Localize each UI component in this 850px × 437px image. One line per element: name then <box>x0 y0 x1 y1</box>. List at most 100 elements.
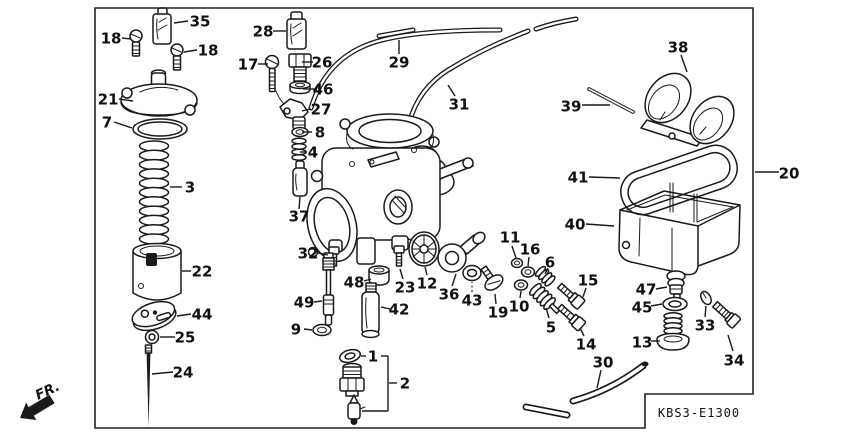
part-label-7: 7 <box>102 114 133 132</box>
leader-line <box>579 327 585 337</box>
part-number: 14 <box>576 336 597 354</box>
part-number: 27 <box>311 101 332 119</box>
part-24-needle <box>144 344 153 427</box>
part-number: 40 <box>565 216 586 234</box>
part-label-30: 30 <box>593 354 613 389</box>
part-number: 32 <box>298 245 319 263</box>
part-22-piston <box>132 242 182 301</box>
part-35 <box>152 7 172 45</box>
part-15-screw <box>556 282 586 310</box>
part-2-jet <box>339 362 365 397</box>
part-16 <box>520 266 536 278</box>
part-7 <box>132 118 188 140</box>
part-label-9: 9 <box>291 321 313 339</box>
part-21 <box>120 69 198 117</box>
part-number: 22 <box>192 263 213 281</box>
part-number: 36 <box>439 286 460 304</box>
part-49-jet-needle <box>322 252 335 326</box>
part-label-1: 1 <box>361 348 378 366</box>
leader-line <box>424 266 428 276</box>
part-29-tube <box>308 27 503 111</box>
part-number: 35 <box>190 13 211 31</box>
part-label-4: 4 <box>300 144 318 162</box>
part-label-16: 16 <box>520 241 541 267</box>
leader-line <box>585 223 615 227</box>
part-label-48: 48 <box>344 274 372 292</box>
leader-line <box>113 121 133 129</box>
part-48-nut <box>368 265 390 286</box>
leader-line <box>588 176 621 179</box>
leader-line <box>151 371 174 375</box>
part-number: 16 <box>520 241 541 259</box>
part-14-screw <box>556 303 587 332</box>
part-label-6: 6 <box>544 254 555 275</box>
part-18-right <box>170 43 184 71</box>
part-9 <box>312 323 332 337</box>
part-number: 26 <box>312 54 333 72</box>
part-number: 48 <box>344 274 365 292</box>
part-42-tube <box>361 282 380 339</box>
part-13-drain-screw <box>656 312 690 351</box>
part-label-40: 40 <box>565 216 615 234</box>
part-label-19: 19 <box>488 293 509 322</box>
part-label-2: 2 <box>389 375 410 393</box>
leader-line <box>317 252 329 256</box>
part-number: 45 <box>632 299 653 317</box>
part-number: 6 <box>545 254 555 272</box>
part-31-tube <box>408 16 579 132</box>
part-label-12: 12 <box>417 266 437 293</box>
part-12-wheel <box>408 231 440 267</box>
diagram-frame <box>94 7 754 429</box>
part-label-14: 14 <box>576 327 597 354</box>
part-number: 28 <box>253 23 274 41</box>
part-41-gasket <box>620 144 738 216</box>
part-label-36: 36 <box>439 273 460 304</box>
part-number: 38 <box>668 39 689 57</box>
part-label-18: 18 <box>101 30 132 48</box>
leader-line <box>704 305 707 318</box>
part-number: 43 <box>462 292 483 310</box>
part-number: 46 <box>313 81 334 99</box>
part-label-25: 25 <box>160 329 195 347</box>
leader-line <box>363 278 372 282</box>
part-number: 3 <box>185 179 195 197</box>
part-label-10: 10 <box>509 290 529 316</box>
part-label-13: 13 <box>632 334 660 352</box>
part-30-drain-tube <box>522 361 649 419</box>
part-number: 18 <box>101 30 122 48</box>
part-label-11: 11 <box>500 229 520 259</box>
part-label-47: 47 <box>636 281 668 299</box>
leader-line <box>301 108 312 112</box>
leader-line <box>313 300 323 303</box>
leader-line <box>511 245 517 259</box>
part-label-28: 28 <box>253 23 286 41</box>
part-label-21: 21 <box>98 91 134 109</box>
part-number: 33 <box>695 317 716 335</box>
fr-label: FR. <box>33 379 62 404</box>
part-number: 19 <box>488 304 509 322</box>
part-2-float-valve <box>347 394 366 425</box>
part-number: 25 <box>175 329 196 347</box>
part-number: 44 <box>192 306 213 324</box>
fr-direction-marker: FR. <box>20 379 62 420</box>
leader-line <box>544 267 549 275</box>
part-label-23: 23 <box>395 268 416 297</box>
part-label-33: 33 <box>695 305 716 335</box>
leader-line <box>655 286 668 290</box>
part-label-46: 46 <box>303 81 333 99</box>
part-label-22: 22 <box>182 263 212 281</box>
part-number: 2 <box>400 375 410 393</box>
part-label-45: 45 <box>632 299 663 317</box>
leader-line <box>596 369 602 389</box>
leader-line <box>527 256 530 267</box>
part-number: 42 <box>389 301 410 319</box>
part-38-float <box>640 72 735 147</box>
parts-artwork <box>120 7 742 427</box>
part-43-nut <box>462 264 482 282</box>
part-label-20: 20 <box>755 165 799 183</box>
part-label-31: 31 <box>447 84 469 114</box>
part-27-bracket <box>279 98 309 130</box>
part-number: 23 <box>395 279 416 297</box>
